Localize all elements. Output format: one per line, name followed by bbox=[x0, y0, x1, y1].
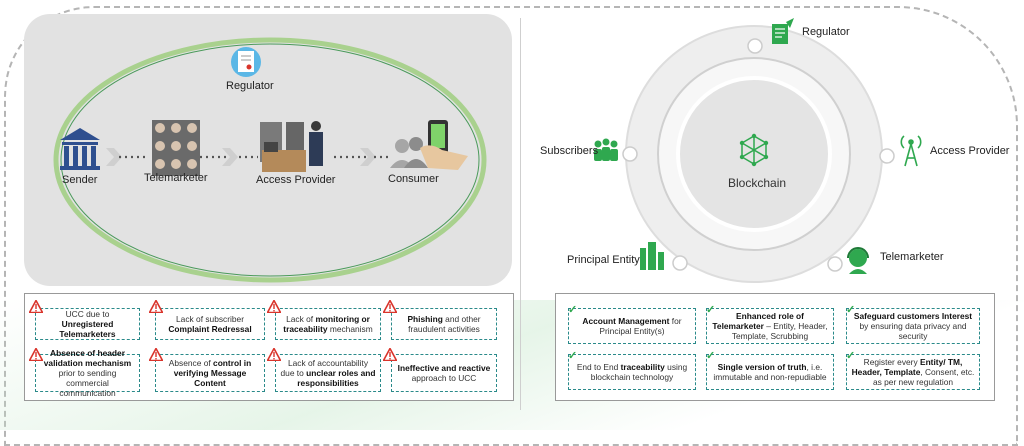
participant-label-principal-entity: Principal Entity bbox=[567, 254, 640, 266]
telemarketer-people-icon bbox=[152, 120, 200, 176]
participant-label-regulator: Regulator bbox=[802, 26, 850, 38]
regulator-ellipse bbox=[53, 37, 487, 283]
blockchain-label: Blockchain bbox=[728, 176, 787, 190]
participant-label-access-provider: Access Provider bbox=[930, 145, 1010, 157]
participant-label-subscribers: Subscribers bbox=[540, 145, 599, 157]
solution-cell: Safeguard customers Interest by ensuring… bbox=[846, 308, 980, 344]
tower-icon bbox=[900, 135, 922, 167]
warning-icon bbox=[267, 300, 281, 313]
participant-label-telemarketer: Telemarketer bbox=[880, 251, 944, 263]
issue-cell: Lack of monitoring or traceability mecha… bbox=[275, 308, 381, 340]
issue-cell: UCC due to Unregistered Telemarketers bbox=[35, 308, 140, 340]
ring-nodes bbox=[622, 38, 895, 272]
node-label-access-provider: Access Provider bbox=[256, 174, 336, 186]
issue-cell: Lack of accountability due to unclear ro… bbox=[275, 354, 381, 392]
node-label-sender: Sender bbox=[62, 174, 98, 186]
node-label-telemarketer: Telemarketer bbox=[144, 172, 208, 184]
current-process-panel: Regulator Sender Telemarketer Access Pro… bbox=[24, 14, 512, 286]
buildings-icon bbox=[640, 242, 664, 270]
check-icon: ✓ bbox=[568, 304, 578, 316]
check-icon: ✓ bbox=[706, 350, 716, 362]
check-icon: ✓ bbox=[706, 304, 716, 316]
blockchain-icon bbox=[739, 133, 769, 167]
warning-icon bbox=[29, 300, 43, 313]
server-room-icon bbox=[260, 121, 323, 172]
check-icon: ✓ bbox=[846, 350, 856, 362]
issue-cell: Ineffective and reactive approach to UCC bbox=[391, 354, 497, 392]
headset-icon bbox=[847, 247, 869, 274]
solution-cell: Account Management for Principal Entity(… bbox=[568, 308, 696, 344]
warning-icon bbox=[383, 300, 397, 313]
warning-icon bbox=[149, 348, 163, 361]
blockchain-diagram bbox=[594, 18, 922, 283]
issues-panel: UCC due to Unregistered Telemarketers La… bbox=[24, 293, 514, 401]
process-flow-graphic bbox=[53, 37, 487, 283]
solutions-panel: Account Management for Principal Entity(… bbox=[555, 293, 995, 401]
solution-cell: End to End traceability using blockchain… bbox=[568, 354, 696, 390]
issue-cell: Absence of header validation mechanism p… bbox=[35, 348, 140, 398]
certificate-icon bbox=[231, 47, 261, 77]
warning-icon bbox=[267, 348, 281, 361]
issue-cell: Absence of control in verifying Message … bbox=[155, 354, 265, 392]
regulator-label: Regulator bbox=[226, 80, 274, 92]
check-icon: ✓ bbox=[846, 304, 856, 316]
warning-icon bbox=[29, 348, 43, 361]
solution-cell: Enhanced role of Telemarketer – Entity, … bbox=[706, 308, 834, 344]
node-label-consumer: Consumer bbox=[388, 173, 439, 185]
solution-cell: Register every Entity/ TM, Header, Templ… bbox=[846, 354, 980, 390]
issue-cell: Lack of subscriber Complaint Redressal bbox=[155, 308, 265, 340]
warning-icon bbox=[149, 300, 163, 313]
solution-cell: Single version of truth, i.e. immutable … bbox=[706, 354, 834, 390]
consumer-icon bbox=[390, 120, 468, 170]
flow-chevrons bbox=[106, 148, 376, 166]
bank-icon bbox=[60, 128, 100, 170]
regulator-document-icon bbox=[772, 18, 794, 44]
warning-icon bbox=[383, 348, 397, 361]
panel-divider bbox=[520, 18, 521, 410]
subscribers-icon bbox=[594, 138, 618, 161]
issue-cell: Phishing and other fraudulent activities bbox=[391, 308, 497, 340]
check-icon: ✓ bbox=[568, 350, 578, 362]
